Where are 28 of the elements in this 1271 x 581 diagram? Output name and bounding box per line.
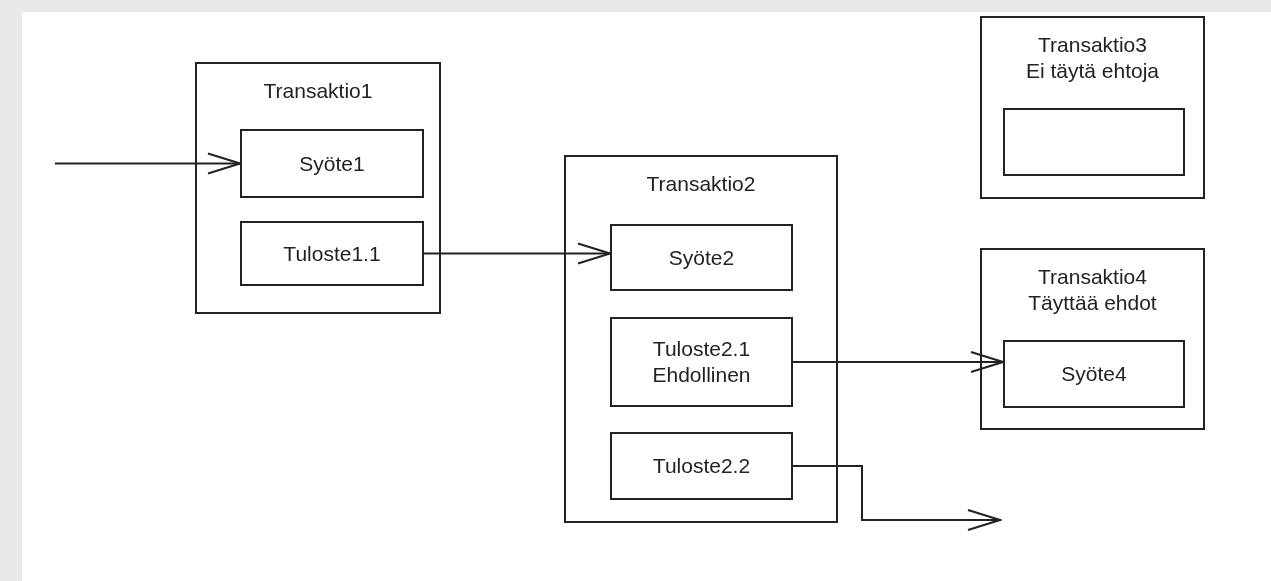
box-label: Ehdollinen xyxy=(652,362,751,388)
arrow xyxy=(423,242,611,265)
box-label: Tuloste2.1 xyxy=(652,336,751,362)
box-label: Syöte2 xyxy=(668,244,735,271)
box-title: Transaktio2 xyxy=(646,171,756,197)
transaction-box xyxy=(564,155,838,523)
process-box xyxy=(240,221,424,286)
box-subtitle: Täyttää ehdot xyxy=(1028,290,1157,316)
arrow xyxy=(792,465,1001,531)
transaction-box xyxy=(980,16,1205,199)
empty-box xyxy=(1003,108,1185,176)
box-label: Syöte4 xyxy=(1061,361,1127,387)
transaction-box xyxy=(980,248,1205,430)
process-box xyxy=(610,317,793,407)
transaction-box xyxy=(195,62,441,314)
process-box xyxy=(240,129,424,198)
process-box xyxy=(610,224,793,291)
box-label: Syöte1 xyxy=(299,150,365,177)
box-title: Transaktio1 xyxy=(263,78,373,104)
process-box xyxy=(610,432,793,500)
box-subtitle: Ei täytä ehtoja xyxy=(1025,58,1160,84)
box-title: Transaktio3 xyxy=(1038,32,1147,58)
arrow xyxy=(54,152,241,175)
box-label: Tuloste1.1 xyxy=(283,240,381,267)
process-box xyxy=(1003,340,1185,408)
box-title: Transaktio4 xyxy=(1038,264,1147,290)
box-label: Tuloste2.2 xyxy=(652,453,751,479)
arrow xyxy=(792,351,1004,373)
